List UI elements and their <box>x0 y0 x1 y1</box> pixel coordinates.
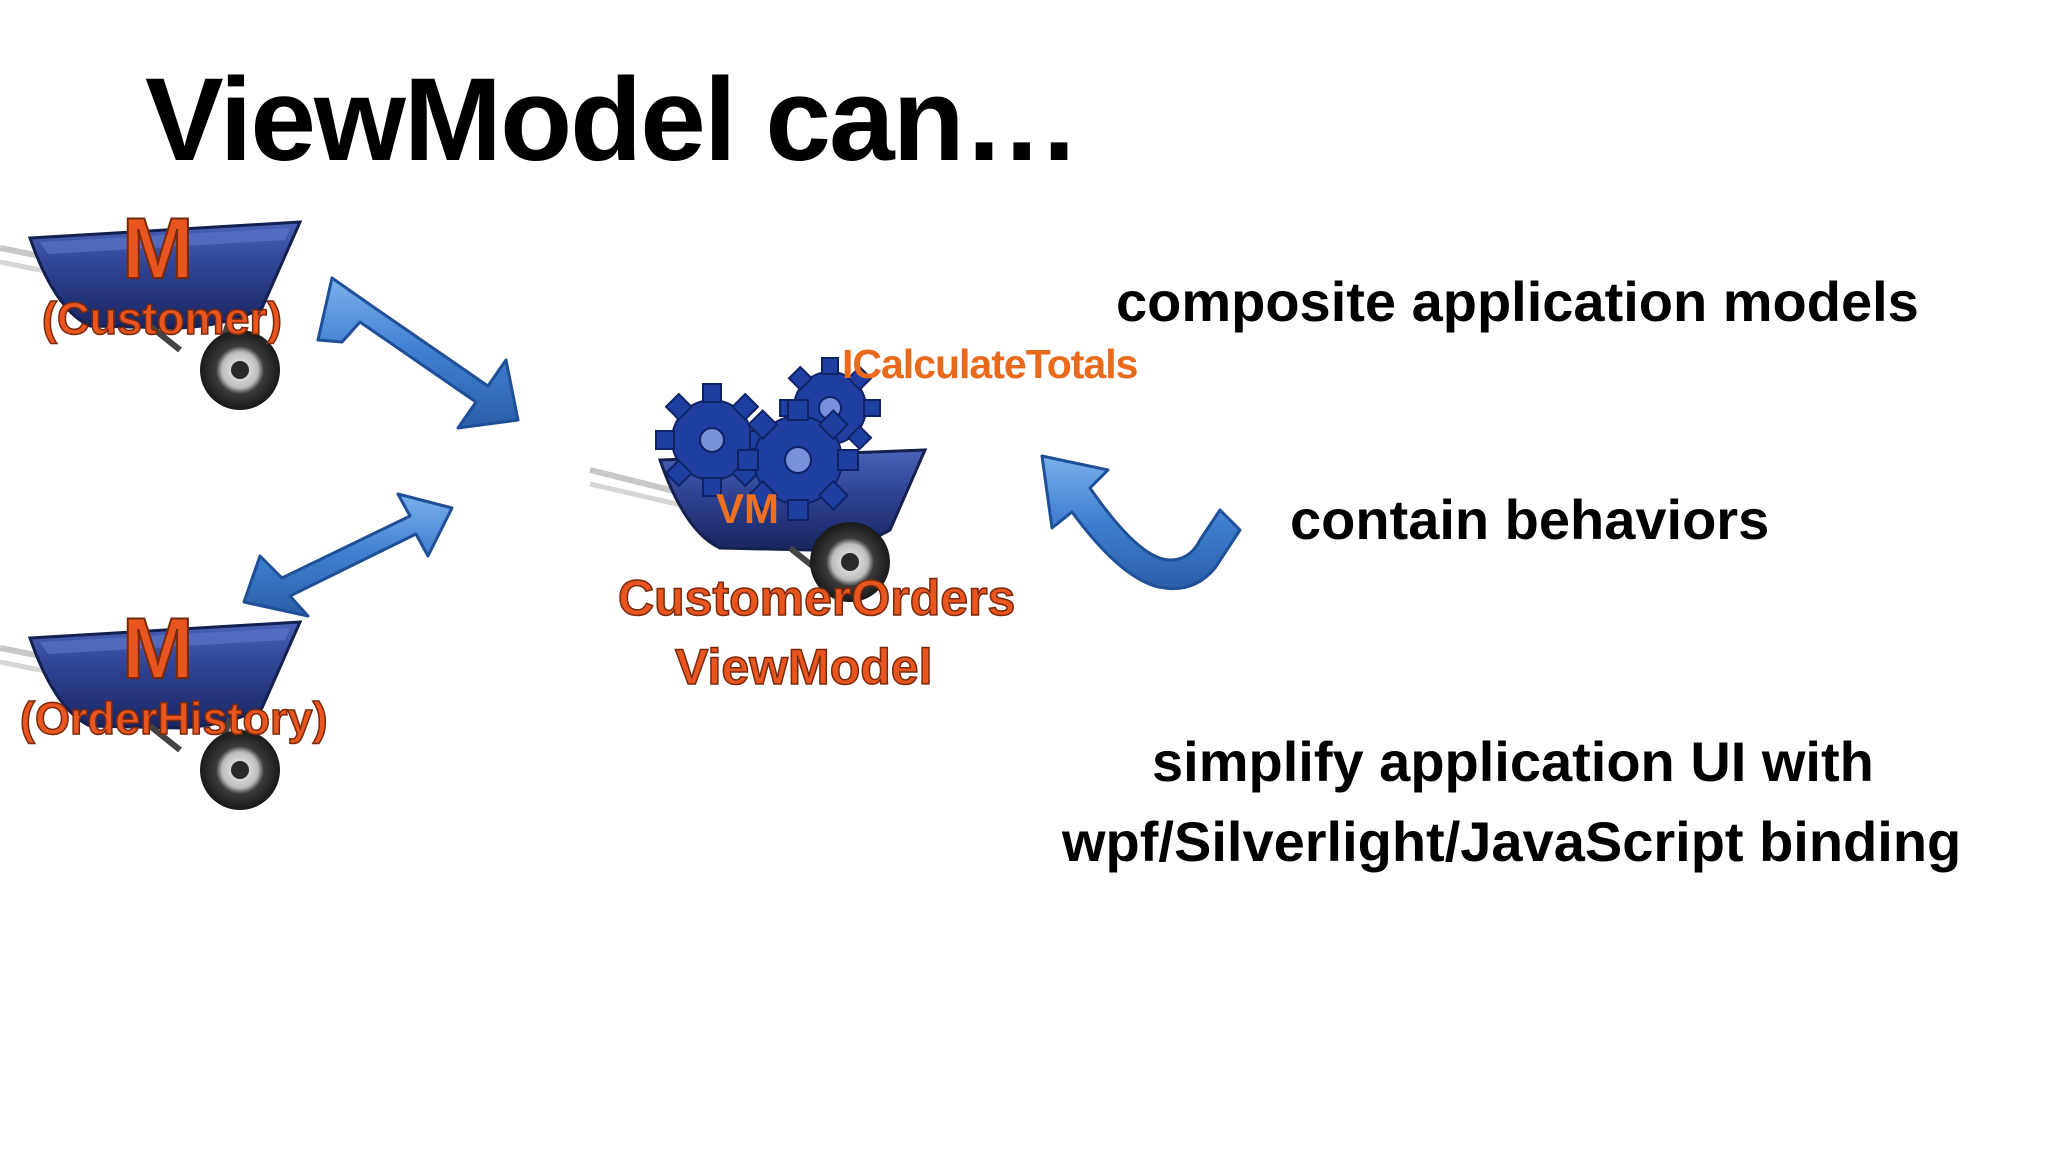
capability-composite: composite application models <box>1116 270 1919 333</box>
wheelbarrow-icon <box>0 220 303 410</box>
model-orderhistory-name: (OrderHistory) <box>19 693 328 744</box>
slide-title: ViewModel can… <box>145 54 1081 186</box>
model-orderhistory-letter: M <box>121 601 195 697</box>
viewmodel-letter: VM <box>716 485 779 532</box>
capability-behaviors: contain behaviors <box>1290 488 1770 551</box>
viewmodel-name-line1: CustomerOrders <box>617 570 1016 626</box>
capability-simplify-ui-line2: wpf/Silverlight/JavaScript binding <box>1062 810 1962 873</box>
gears-icon <box>655 357 881 521</box>
wheelbarrow-icon <box>0 620 303 810</box>
interface-label: ICalculateTotals <box>842 341 1138 387</box>
model-customer-name: (Customer) <box>41 293 283 344</box>
double-arrow-icon <box>316 276 520 430</box>
capability-simplify-ui-line1: simplify application UI with <box>1152 730 1874 793</box>
double-arrow-icon <box>242 492 454 618</box>
viewmodel-name-line2: ViewModel <box>674 639 933 695</box>
curved-arrow-icon <box>1040 454 1242 591</box>
model-customer-letter: M <box>121 201 195 297</box>
